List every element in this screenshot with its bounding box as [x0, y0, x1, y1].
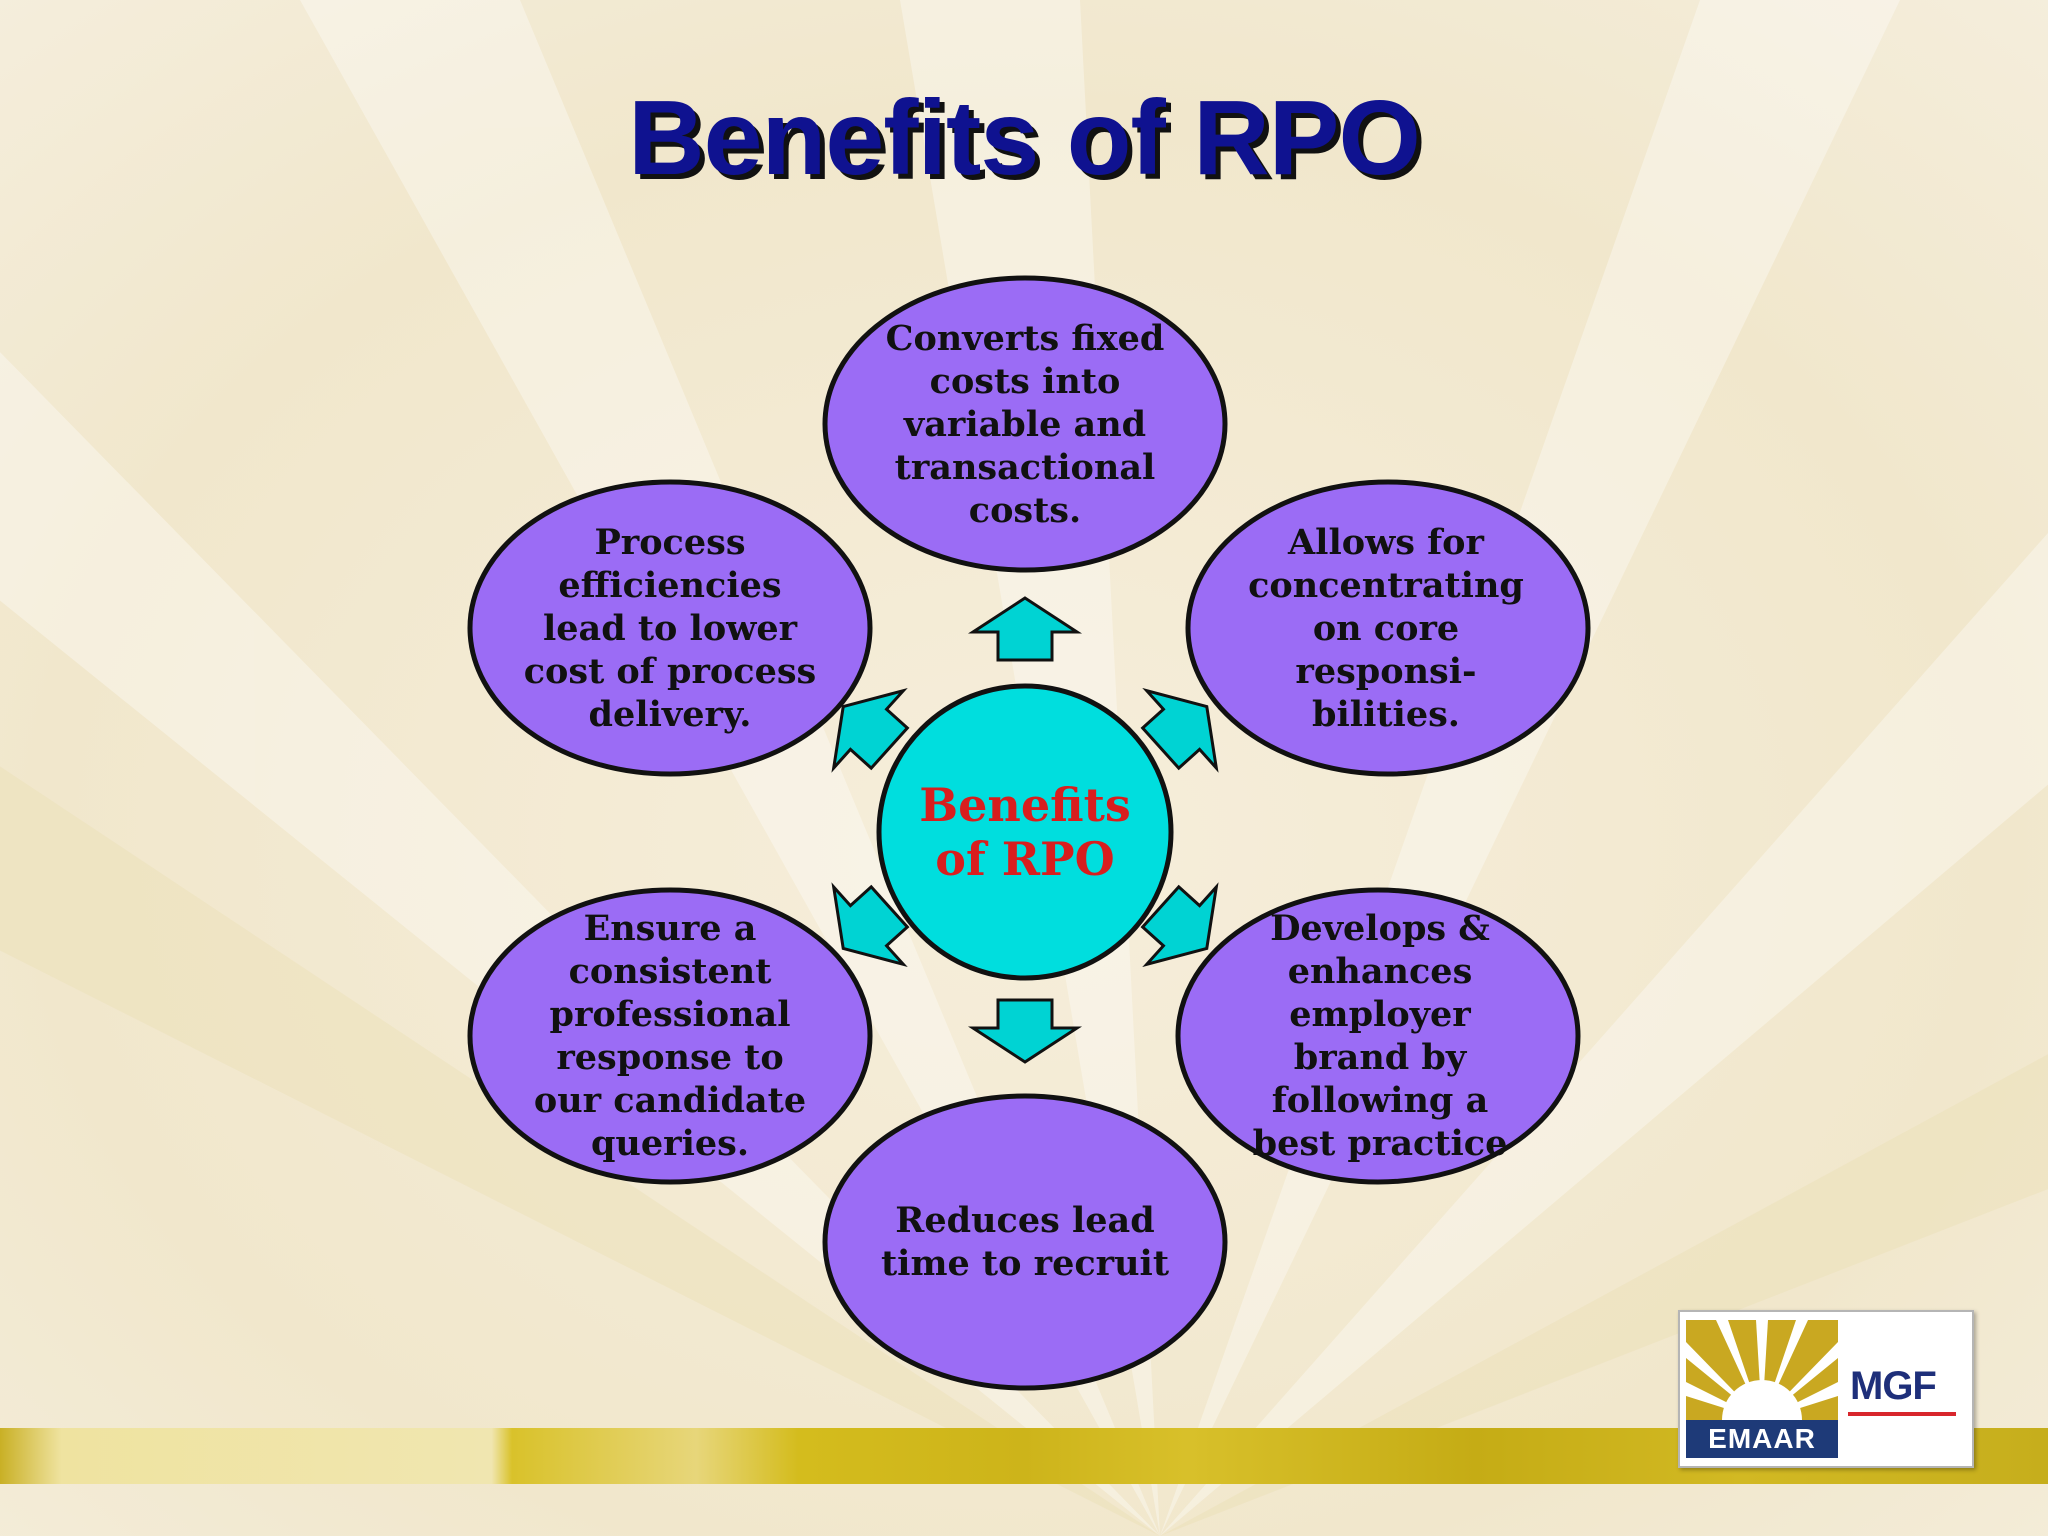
- arrow-icon-upper-right: [1140, 687, 1219, 773]
- benefit-label-lower-left: Ensure a consistent professional respons…: [533, 908, 807, 1164]
- emaar-wordmark: EMAAR: [1686, 1420, 1838, 1458]
- arrow-icon-lower-right: [1140, 882, 1219, 968]
- emaar-sunburst-icon: [1686, 1320, 1838, 1458]
- mgf-underline: [1848, 1412, 1956, 1416]
- benefit-node-bottom: [822, 1093, 1228, 1391]
- benefit-node-top: [822, 275, 1228, 573]
- benefit-node-lower-right: [1175, 887, 1581, 1185]
- arrow-icon-top: [967, 596, 1083, 662]
- benefit-label-top: Converts fixed costs into variable and t…: [885, 317, 1165, 531]
- benefit-label-lower-right: Develops & enhances employer brand by fo…: [1252, 908, 1508, 1164]
- mgf-wordmark: MGF: [1850, 1364, 1937, 1408]
- arrow-icon-bottom: [967, 998, 1083, 1064]
- arrow-icon-lower-left: [831, 882, 910, 968]
- benefit-label-upper-right: Allows for concentrating on core respons…: [1248, 521, 1524, 735]
- benefit-label-upper-left: Process efficiencies lead to lower cost …: [523, 521, 817, 735]
- center-label: Benefits of RPO: [919, 778, 1131, 886]
- benefit-node-upper-right: [1185, 479, 1591, 777]
- slide-title: Benefits of RPO: [628, 79, 1421, 197]
- emaar-mgf-logo: EMAAR MGF: [1678, 1310, 1974, 1468]
- center-hub: [876, 683, 1174, 981]
- arrow-icon-upper-left: [831, 687, 910, 773]
- benefit-label-bottom: Reduces lead time to recruit: [880, 1200, 1169, 1284]
- benefit-node-lower-left: [467, 887, 873, 1185]
- benefit-node-upper-left: [467, 479, 873, 777]
